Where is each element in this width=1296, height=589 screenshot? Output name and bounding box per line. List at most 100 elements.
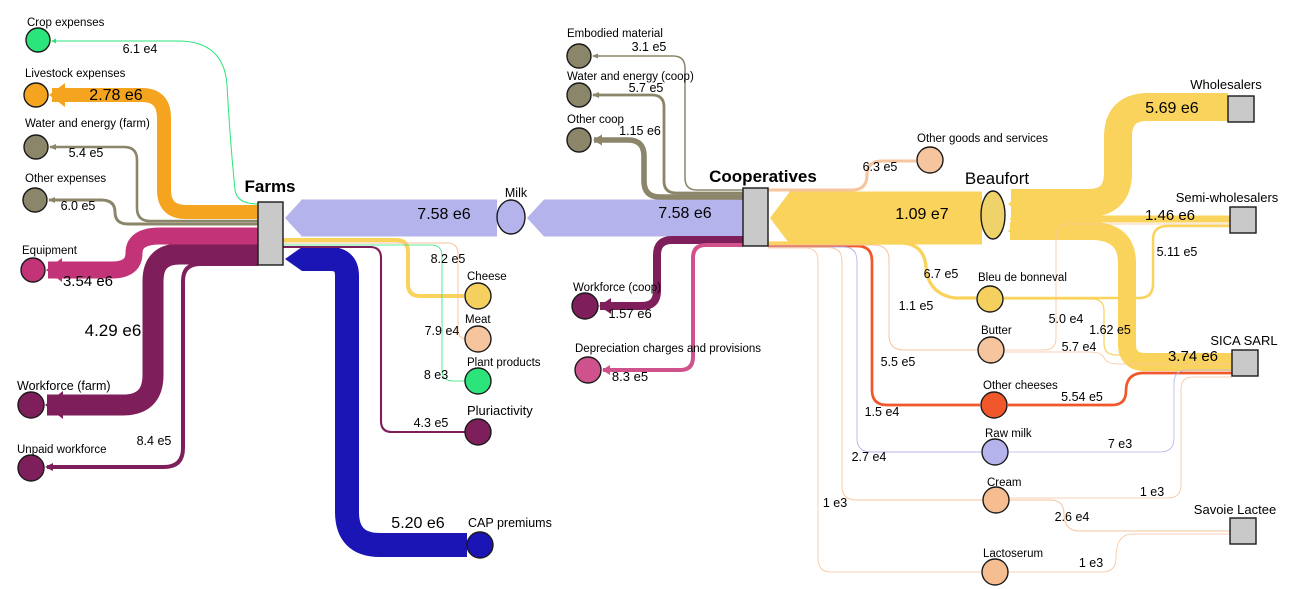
flow-plant-products-farms: [283, 244, 465, 382]
nodes-layer: [17, 27, 1259, 586]
node-label-sica-sarl: SICA SARL: [1210, 333, 1277, 348]
node-beaufort: [980, 190, 1006, 240]
node-plant-products: [464, 367, 492, 395]
flow-lactoserum-cooperatives: [768, 247, 981, 573]
arrowhead-icon-farms-unpaid-workforce: [45, 463, 53, 471]
node-label-raw-milk: Raw milk: [985, 428, 1032, 440]
node-cream: [982, 486, 1010, 514]
node-label-livestock-expenses: Livestock expenses: [25, 68, 126, 80]
node-label-meat: Meat: [465, 314, 491, 326]
flow-cooperatives-embodied-material: [593, 55, 743, 191]
node-label-beaufort: Beaufort: [965, 169, 1030, 188]
flow-value-cooperatives-other-coop: 1.15 e6: [619, 124, 661, 138]
flow-cream-cooperatives: [768, 247, 982, 501]
flow-value-sica-sarl-other-cheeses: 5.54 e5: [1061, 390, 1103, 404]
arrowhead-icon-wholesalers-beaufort: [1008, 191, 1024, 217]
node-label-workforce-coop: Workforce (coop): [573, 282, 661, 294]
node-label-water-energy-farm: Water and energy (farm): [25, 118, 150, 130]
node-equipment: [20, 257, 46, 283]
flow-value-farms-workforce-farm: 4.29 e6: [85, 321, 142, 340]
flow-value-sica-sarl-cream: 1 e3: [1140, 485, 1164, 499]
flow-value-sica-sarl-raw-milk: 7 e3: [1108, 437, 1132, 451]
flow-raw-milk-cooperatives: [768, 246, 981, 453]
flow-farms-other-expenses: [49, 198, 258, 226]
node-raw-milk: [981, 438, 1009, 466]
node-label-workforce-farm: Workforce (farm): [17, 379, 111, 393]
flow-butter-cooperatives: [768, 244, 977, 351]
node-unpaid-workforce: [17, 454, 45, 482]
flow-farms-livestock-expenses: [52, 88, 258, 219]
flow-value-farms-other-expenses: 6.0 e5: [61, 199, 96, 213]
node-water-energy-coop: [566, 82, 592, 108]
flow-sica-sarl-raw-milk: [1008, 369, 1232, 453]
flow-sica-sarl-bleu-de-bonneval: [1004, 298, 1232, 356]
flow-value-beaufort-cooperatives: 1.09 e7: [895, 206, 948, 223]
flow-savoie-lactee-lactoserum: [1008, 533, 1230, 573]
flow-value-semi-wholesalers-butter: 5.0 e4: [1049, 312, 1084, 326]
arrowhead-icon-farms-water-energy-farm: [49, 144, 56, 150]
node-bleu-de-bonneval: [976, 285, 1004, 313]
node-label-bleu-de-bonneval: Bleu de bonneval: [978, 272, 1067, 284]
flow-bleu-de-bonneval-cooperatives: [768, 241, 976, 300]
flow-farms-crop-expenses: [52, 40, 259, 205]
flow-other-cheeses-cooperatives: [768, 244, 980, 407]
flow-farms-unpaid-workforce: [47, 262, 258, 469]
node-label-butter: Butter: [981, 325, 1012, 337]
flow-value-cooperatives-milk: 7.58 e6: [658, 205, 711, 222]
flow-cooperatives-water-energy-coop: [593, 93, 743, 195]
node-milk: [496, 199, 526, 235]
arrowhead-icon-cooperatives-workforce-coop: [599, 298, 611, 314]
node-label-crop-expenses: Crop expenses: [27, 17, 105, 29]
node-label-other-cheeses: Other cheeses: [983, 380, 1058, 392]
flow-value-cooperatives-water-energy-coop: 5.7 e5: [629, 81, 664, 95]
node-cheese: [464, 282, 492, 310]
node-semi-wholesalers: [1229, 206, 1257, 234]
node-savoie-lactee: [1229, 517, 1257, 545]
node-label-depreciation: Depreciation charges and provisions: [575, 343, 761, 355]
flow-sica-sarl-cream: [1009, 376, 1232, 499]
arrowhead-icon-farms-equipment: [46, 258, 62, 282]
node-workforce-coop: [571, 292, 599, 320]
flow-sica-sarl-butter: [1005, 351, 1232, 365]
flow-value-cooperatives-workforce-coop: 1.57 e6: [608, 306, 651, 321]
node-label-semi-wholesalers: Semi-wholesalers: [1176, 190, 1279, 205]
node-other-cheeses: [980, 391, 1008, 419]
node-label-cheese: Cheese: [467, 271, 507, 283]
arrowhead-icon-cooperatives-water-energy-coop: [592, 92, 599, 98]
flow-cooperatives-other-coop: [594, 137, 743, 200]
arrowhead-icon-cap-premiums-farms: [285, 247, 302, 271]
flow-value-cooperatives-other-goods: 6.3 e5: [863, 160, 898, 174]
flow-value-semi-wholesalers-bleu-de-bonneval: 5.11 e5: [1157, 245, 1198, 259]
flow-value-bleu-de-bonneval-cooperatives: 6.7 e5: [924, 267, 959, 281]
flow-value-sica-sarl-bleu-de-bonneval: 1.62 e5: [1089, 323, 1131, 337]
flow-wholesalers-beaufort: [1011, 93, 1228, 217]
flow-farms-water-energy-farm: [50, 145, 258, 223]
node-label-cream: Cream: [987, 477, 1022, 489]
flows-layer: [47, 40, 1232, 573]
node-sica-sarl: [1231, 349, 1259, 377]
node-cooperatives: [742, 187, 769, 247]
flow-value-raw-milk-cooperatives: 1.5 e4: [865, 405, 900, 419]
node-label-other-coop: Other coop: [567, 114, 624, 126]
node-crop-expenses: [25, 27, 51, 53]
node-label-cooperatives: Cooperatives: [709, 167, 817, 186]
node-wholesalers: [1227, 95, 1255, 123]
flow-value-plant-products-farms: 8 e3: [424, 368, 448, 382]
arrowhead-icon-farms-livestock-expenses: [49, 83, 65, 107]
node-label-unpaid-workforce: Unpaid workforce: [17, 444, 106, 456]
arrowhead-icon-sica-sarl-beaufort: [1008, 222, 1020, 240]
arrowhead-icon-semi-wholesalers-beaufort: [1009, 214, 1018, 224]
node-other-expenses: [22, 187, 48, 213]
node-label-farms: Farms: [244, 177, 295, 196]
node-label-other-goods: Other goods and services: [917, 133, 1048, 145]
flow-value-semi-wholesalers-beaufort: 1.46 e6: [1145, 207, 1195, 224]
flow-value-lactoserum-cooperatives: 1 e3: [823, 496, 847, 510]
node-cap-premiums: [466, 531, 494, 559]
flow-farms-equipment: [48, 227, 258, 279]
node-label-embodied-material: Embodied material: [567, 28, 663, 40]
arrowhead-icon-farms-workforce-farm: [45, 391, 63, 419]
flow-value-butter-cooperatives: 1.1 e5: [899, 299, 934, 313]
